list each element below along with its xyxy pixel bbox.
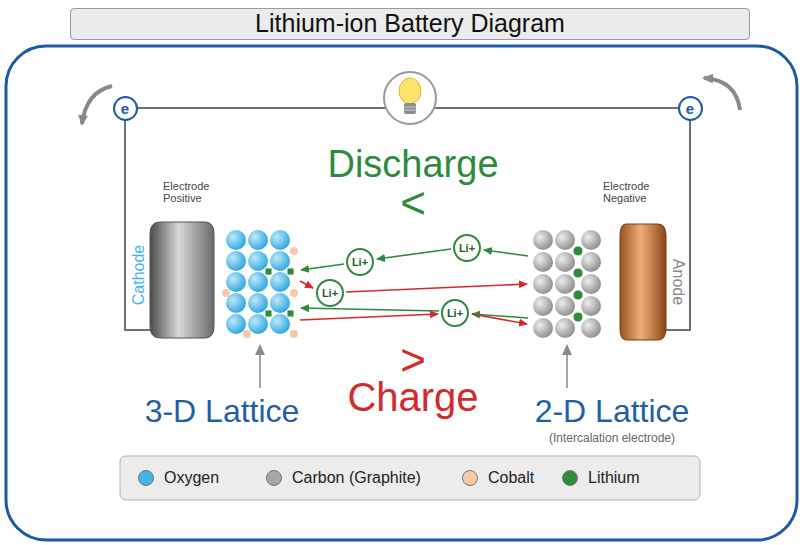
legend-swatch: [138, 470, 154, 486]
node-text: e: [686, 101, 694, 116]
legend-text: Lithium: [588, 469, 640, 487]
electrode-label: Electrode Positive: [163, 180, 233, 204]
legend-swatch: [562, 470, 578, 486]
lithium-ion-circle: Li+: [316, 279, 344, 307]
lithium-ion-circle: Li+: [441, 299, 469, 327]
node-text: Li+: [447, 308, 463, 319]
cathode-label: Cathode: [130, 245, 148, 306]
lattice-label: 2-D Lattice: [535, 394, 690, 429]
node-text: Li+: [322, 288, 338, 299]
title-text: Lithium-ion Battery Diagram: [255, 10, 565, 38]
legend-text: Carbon (Graphite): [292, 469, 421, 487]
title-bar: Lithium-ion Battery Diagram: [70, 8, 750, 40]
legend-text: Cobalt: [488, 469, 534, 487]
electrode-label: Electrode Negative: [603, 180, 673, 204]
direction-symbol: <: [400, 179, 426, 227]
lithium-ion-circle: Li+: [346, 248, 374, 276]
legend-swatch: [266, 470, 282, 486]
charge-label: Charge: [347, 375, 478, 419]
node-text: Li+: [459, 243, 475, 254]
node-text: e: [121, 101, 129, 116]
legend-text: Oxygen: [164, 469, 219, 487]
electron-circle: e: [678, 96, 703, 121]
electron-circle: e: [113, 96, 138, 121]
anode-label: Anode: [669, 259, 687, 305]
legend-swatch: [462, 470, 478, 486]
lattice-label: 3-D Lattice: [145, 394, 300, 429]
node-text: Li+: [352, 257, 368, 268]
lattice-note: (Intercalation electrode): [549, 432, 675, 445]
lithium-ion-circle: Li+: [453, 234, 481, 262]
